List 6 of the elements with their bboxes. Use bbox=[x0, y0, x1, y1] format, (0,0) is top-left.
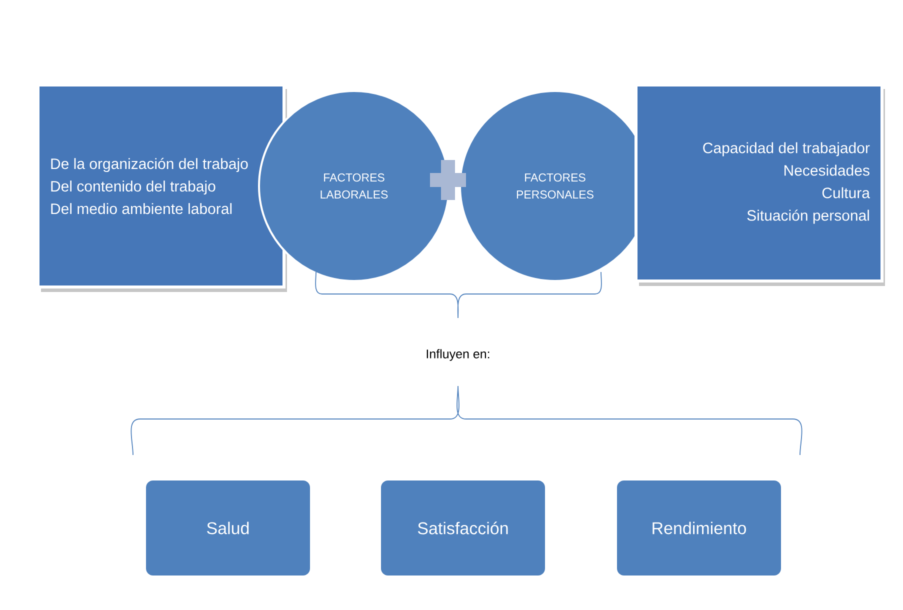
outcome-box: Salud bbox=[146, 480, 310, 576]
text-box: De la organización del trabajo Del contenido del trabajo Del medio ambiente laboral bbox=[36, 84, 286, 288]
outcome-box: Satisfacción bbox=[381, 480, 545, 576]
caption-text: Influyen en: bbox=[426, 349, 490, 361]
outcome-box: Rendimiento bbox=[617, 480, 781, 576]
text-box: Capacidad del trabajador Necesidades Cultura Situación personal bbox=[634, 84, 884, 282]
